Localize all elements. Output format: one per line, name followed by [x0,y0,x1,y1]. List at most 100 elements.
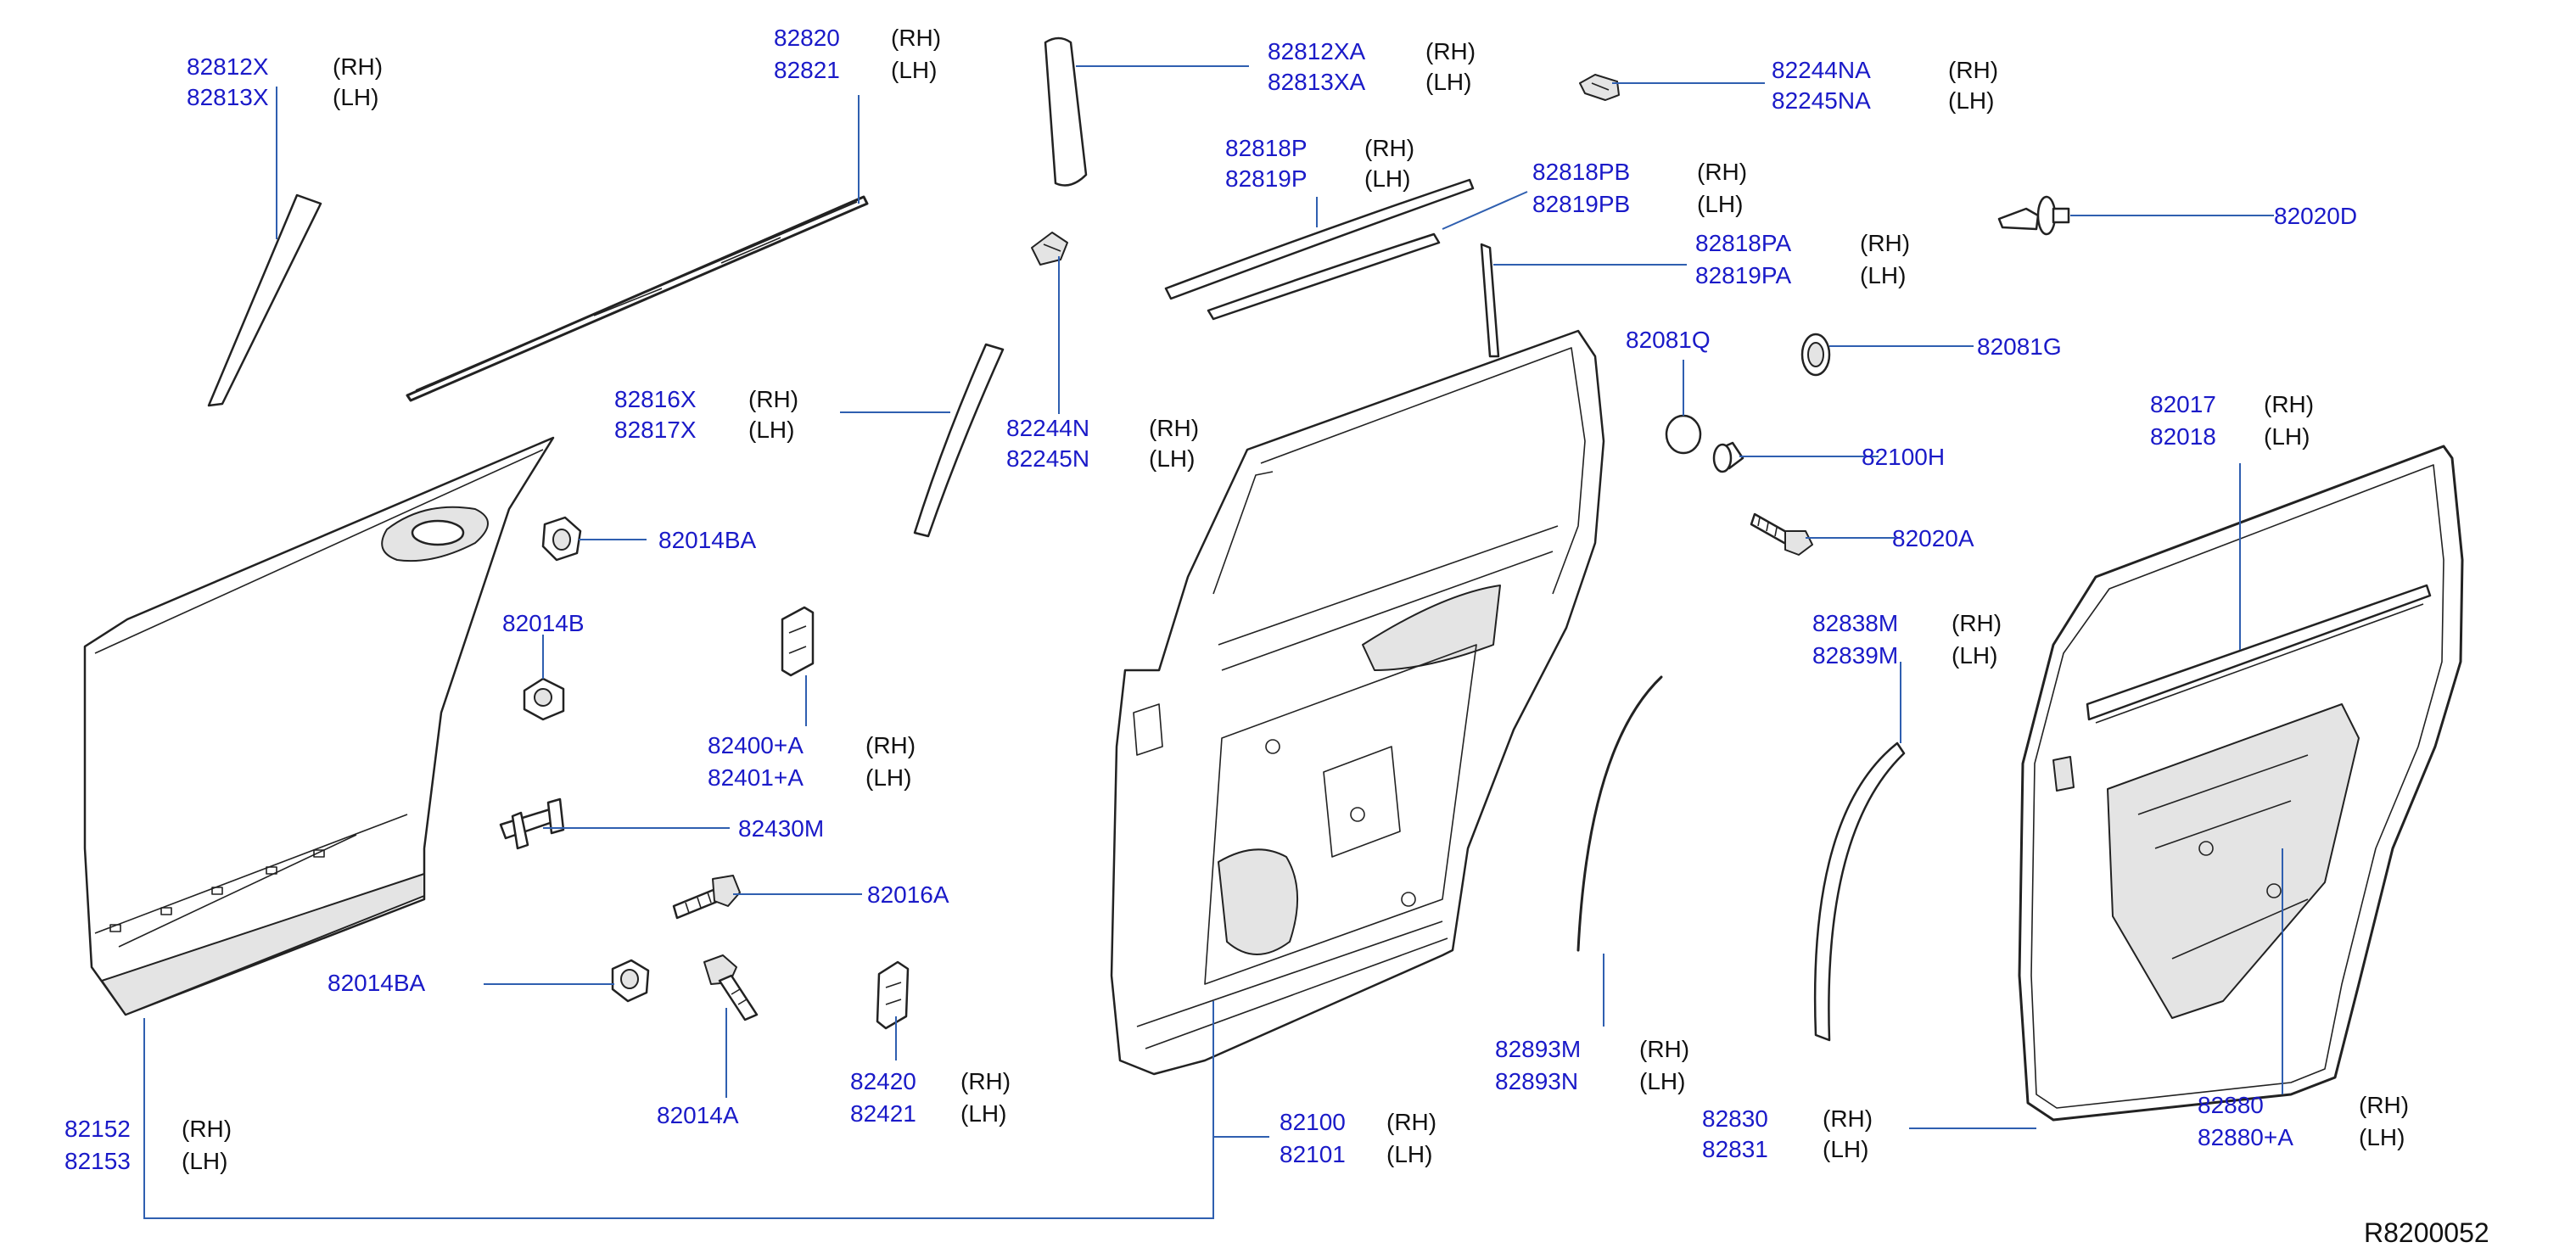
label-82819pa[interactable]: 82819PA [1695,262,1791,288]
vertical-seal-82818pa-illustration [1480,243,1500,358]
label-82245na[interactable]: 82245NA [1772,87,1871,114]
label-82420[interactable]: 82420 [850,1068,916,1094]
label-lh: (LH) [1823,1136,1868,1162]
sash-moulding-82816x-illustration [913,343,1005,538]
label-rh: (RH) [2359,1092,2409,1118]
label-lh: (LH) [2264,423,2310,450]
inner-belt-seal-82818pb-illustration [1207,232,1441,321]
label-82016a[interactable]: 82016A [867,881,949,908]
label-82839m[interactable]: 82839M [1812,642,1898,669]
label-82430m[interactable]: 82430M [738,815,824,842]
label-82812xa[interactable]: 82812XA [1268,38,1366,64]
label-82400a[interactable]: 82400+A [708,732,804,758]
clip-82244n-illustration [1031,232,1068,266]
label-rh: (RH) [1639,1036,1689,1062]
label-lh: (LH) [2359,1124,2405,1150]
label-82880[interactable]: 82880 [2198,1092,2264,1118]
diagram-code: R8200052 [2364,1217,2489,1248]
cap-82100h-illustration [1712,441,1744,473]
label-82153[interactable]: 82153 [64,1148,131,1174]
label-82893m[interactable]: 82893M [1495,1036,1581,1062]
label-82017[interactable]: 82017 [2150,391,2216,417]
label-rh: (RH) [1697,159,1747,185]
label-lh: (LH) [865,764,911,791]
weatherstrip-82893m-illustration [1576,675,1663,952]
label-82819pb[interactable]: 82819PB [1532,191,1630,217]
label-lh: (LH) [333,84,378,110]
label-82830[interactable]: 82830 [1702,1105,1768,1132]
label-82014ba-upper[interactable]: 82014BA [658,527,757,553]
label-rh: (RH) [2264,391,2314,417]
label-rh: (RH) [865,732,916,758]
label-lh: (LH) [1948,87,1994,114]
label-lh: (LH) [1386,1141,1432,1167]
door-seal-assembly-illustration [2018,445,2464,1122]
label-82401a[interactable]: 82401+A [708,764,804,791]
label-82244n[interactable]: 82244N [1006,415,1089,441]
label-82813x[interactable]: 82813X [187,84,269,110]
label-82020a[interactable]: 82020A [1892,525,1974,551]
label-lh: (LH) [1364,165,1410,192]
label-rh: (RH) [891,25,941,51]
label-rh: (RH) [1952,610,2002,636]
beltline-moulding-illustration [406,195,869,402]
label-lh: (LH) [1425,69,1471,95]
label-lh: (LH) [1860,262,1906,288]
label-rh: (RH) [333,53,383,80]
door-inner-panel-illustration [1110,329,1605,1076]
bracket-82420-illustration [876,960,910,1030]
hinge-82400-illustration [781,606,815,677]
nut-82014b-illustration [523,677,565,721]
label-82421[interactable]: 82421 [850,1100,916,1127]
label-82813xa[interactable]: 82813XA [1268,69,1366,95]
nut-82014ba-lower-illustration [611,959,650,1003]
label-82152[interactable]: 82152 [64,1116,131,1142]
applique-82812x-illustration [207,193,322,407]
label-82821[interactable]: 82821 [774,57,840,83]
label-82018[interactable]: 82018 [2150,423,2216,450]
label-82100[interactable]: 82100 [1280,1109,1346,1135]
label-82838m[interactable]: 82838M [1812,610,1898,636]
label-82893n[interactable]: 82893N [1495,1068,1578,1094]
label-82014b[interactable]: 82014B [502,610,585,636]
check-link-82430m-illustration [499,797,565,850]
label-82020d[interactable]: 82020D [2274,203,2357,229]
label-82245n[interactable]: 82245N [1006,445,1089,472]
label-82014ba-lower[interactable]: 82014BA [328,970,426,996]
label-82880a[interactable]: 82880+A [2198,1124,2293,1150]
label-82819p[interactable]: 82819P [1225,165,1308,192]
label-82818pa[interactable]: 82818PA [1695,230,1791,256]
label-82817x[interactable]: 82817X [614,417,697,443]
applique-82812xa-illustration [1044,36,1088,187]
label-82081q[interactable]: 82081Q [1626,327,1711,353]
bolt-82020a-illustration [1750,512,1813,556]
label-rh: (RH) [1860,230,1910,256]
nut-82014ba-upper-illustration [541,516,582,562]
label-lh: (LH) [748,417,794,443]
label-rh: (RH) [960,1068,1011,1094]
label-rh: (RH) [748,386,798,412]
label-lh: (LH) [1149,445,1195,472]
label-82816x[interactable]: 82816X [614,386,697,412]
outer-door-panel-illustration [83,436,555,1016]
label-rh: (RH) [1149,415,1199,441]
label-82818p[interactable]: 82818P [1225,135,1308,161]
grommet-82081g-illustration [1800,333,1831,377]
bolt-82016a-illustration [672,875,741,920]
label-lh: (LH) [1697,191,1743,217]
bolt-82014a-illustration [703,954,759,1021]
label-82820[interactable]: 82820 [774,25,840,51]
label-82812x[interactable]: 82812X [187,53,269,80]
label-lh: (LH) [960,1100,1006,1127]
label-82818pb[interactable]: 82818PB [1532,159,1630,185]
parts-artwork [83,36,2464,1122]
label-82100h[interactable]: 82100H [1862,444,1945,470]
label-82831[interactable]: 82831 [1702,1136,1768,1162]
label-lh: (LH) [1952,642,1997,669]
label-82244na[interactable]: 82244NA [1772,57,1871,83]
label-82101[interactable]: 82101 [1280,1141,1346,1167]
label-82014a[interactable]: 82014A [657,1102,739,1128]
label-rh: (RH) [1948,57,1998,83]
label-82081g[interactable]: 82081G [1977,333,2062,360]
